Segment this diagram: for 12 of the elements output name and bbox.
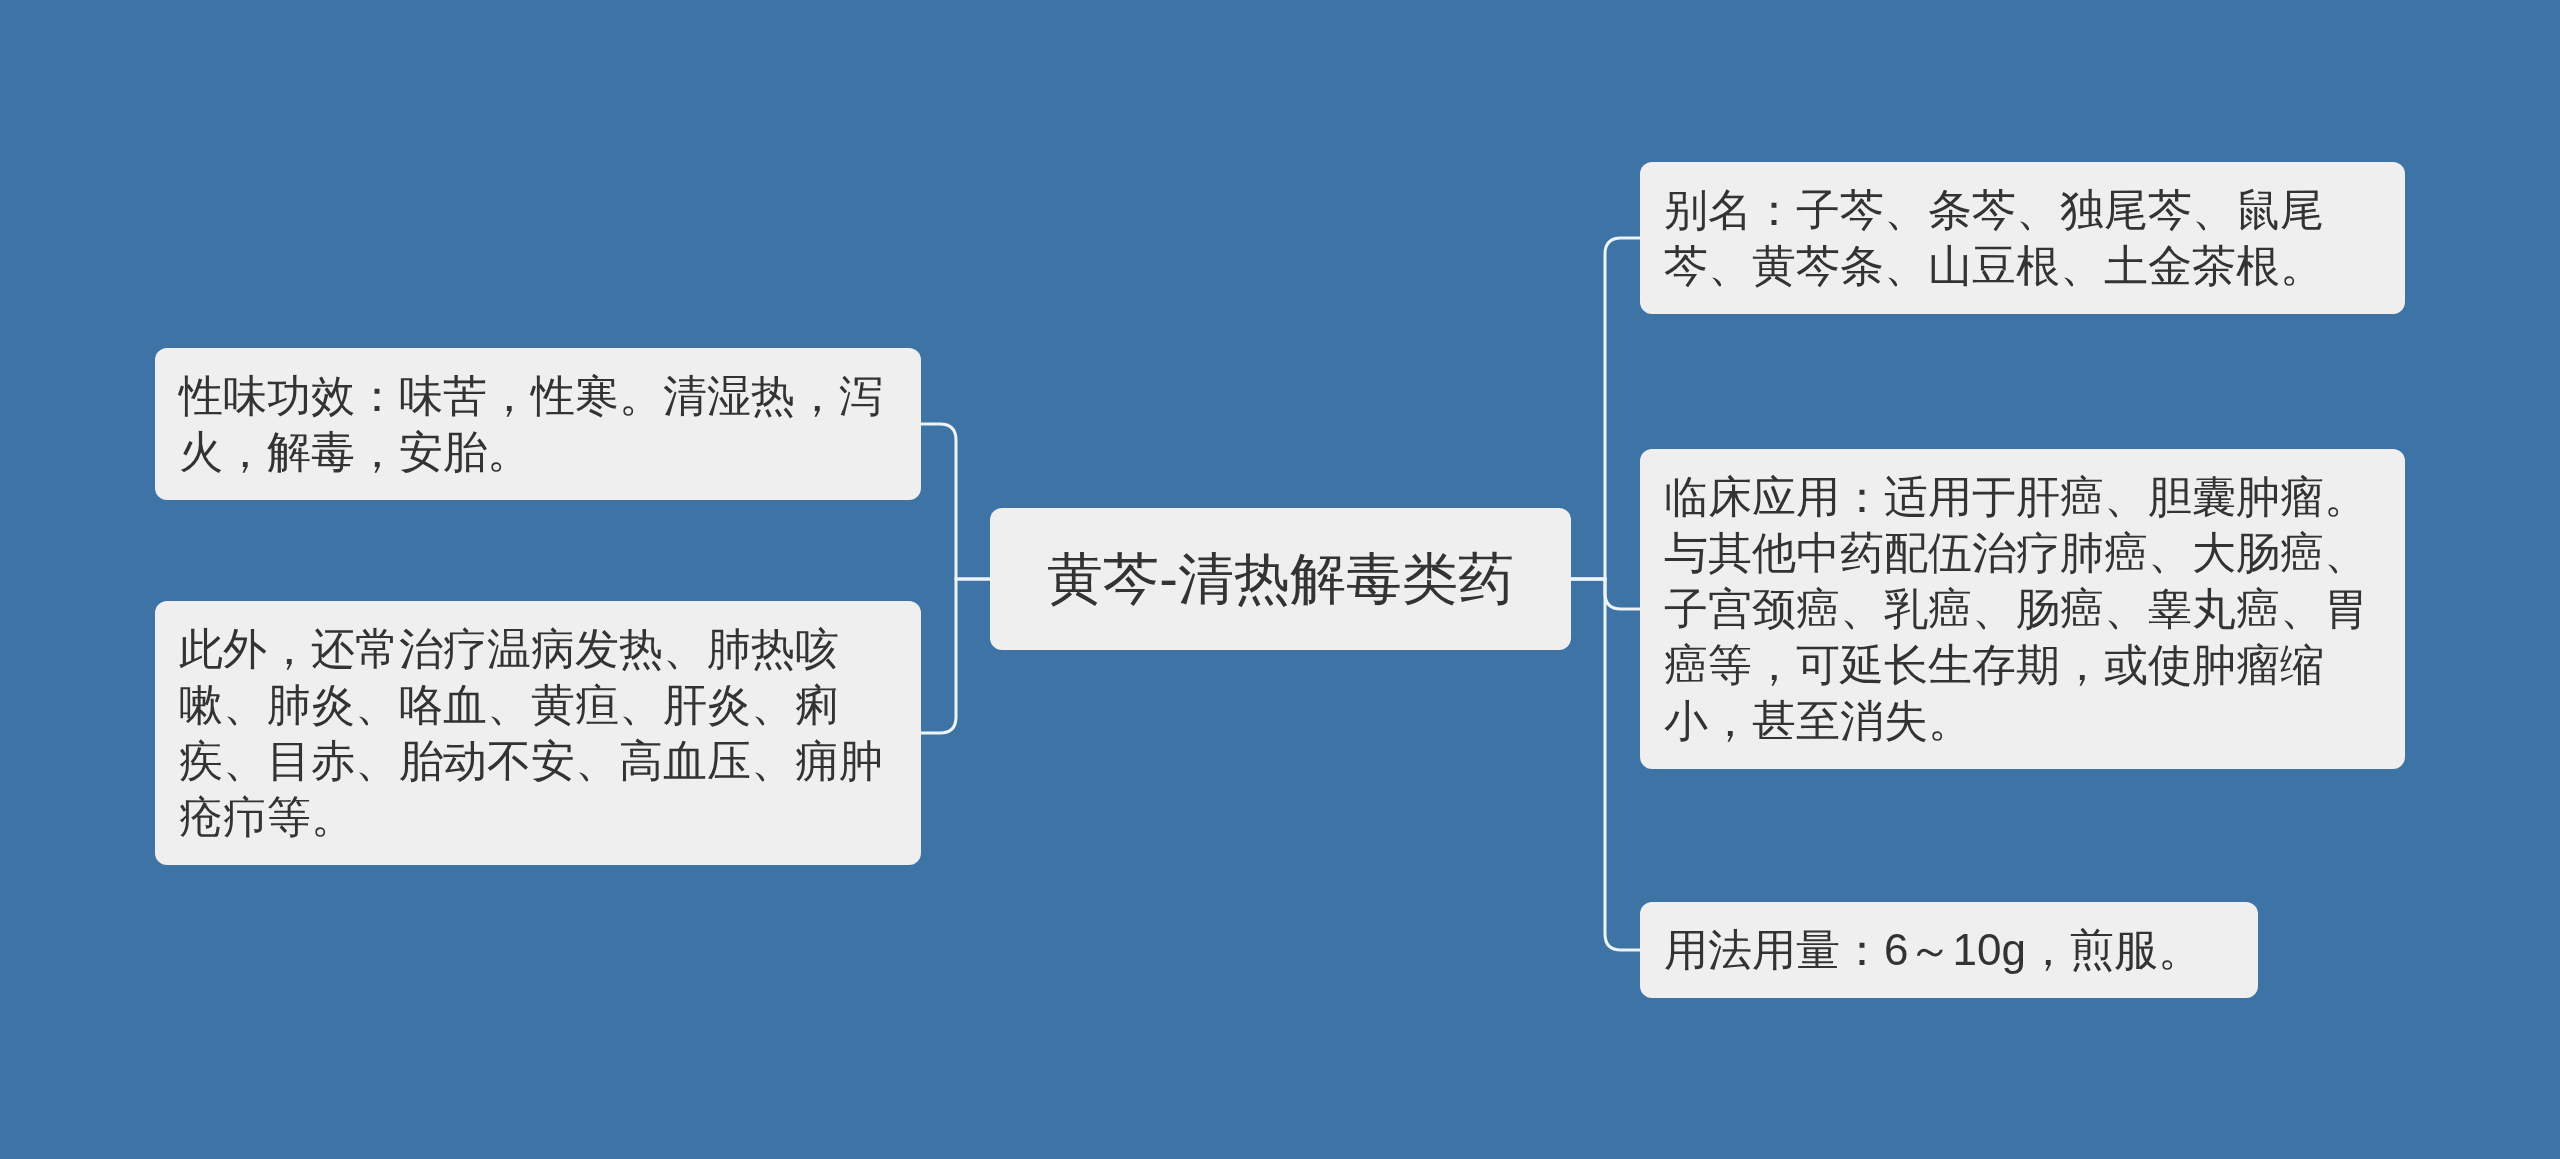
note-box [1640, 162, 2405, 314]
note-text: 别名：子芩、条芩、独尾芩、鼠尾芩、黄芩条、山豆根、土金茶根。 [1664, 184, 2325, 292]
topic-text: 黄芩-清热解毒类药 [1047, 546, 1514, 612]
note-box [1640, 449, 2405, 769]
note-box [155, 348, 921, 500]
note-box [1640, 902, 2258, 998]
topic-box [990, 508, 1571, 650]
note-text: 用法用量：6～10g，煎服。 [1664, 924, 2203, 976]
note-text: 此外，还常治疗温病发热、肺热咳嗽、肺炎、咯血、黄疸、肝炎、痢疾、目赤、胎动不安、高血压、痈肿疮疖等。 [179, 623, 884, 843]
note-box [155, 601, 921, 865]
note-text: 性味功效：味苦，性寒。清湿热，泻火，解毒，安胎。 [179, 370, 884, 478]
note-text: 临床应用：适用于肝癌、胆囊肿瘤。与其他中药配伍治疗肺癌、大肠癌、子宫颈癌、乳癌、肠癌、睾丸癌、胃癌等，可延长生存期，或使肿瘤缩小，甚至消失。 [1664, 471, 2369, 747]
